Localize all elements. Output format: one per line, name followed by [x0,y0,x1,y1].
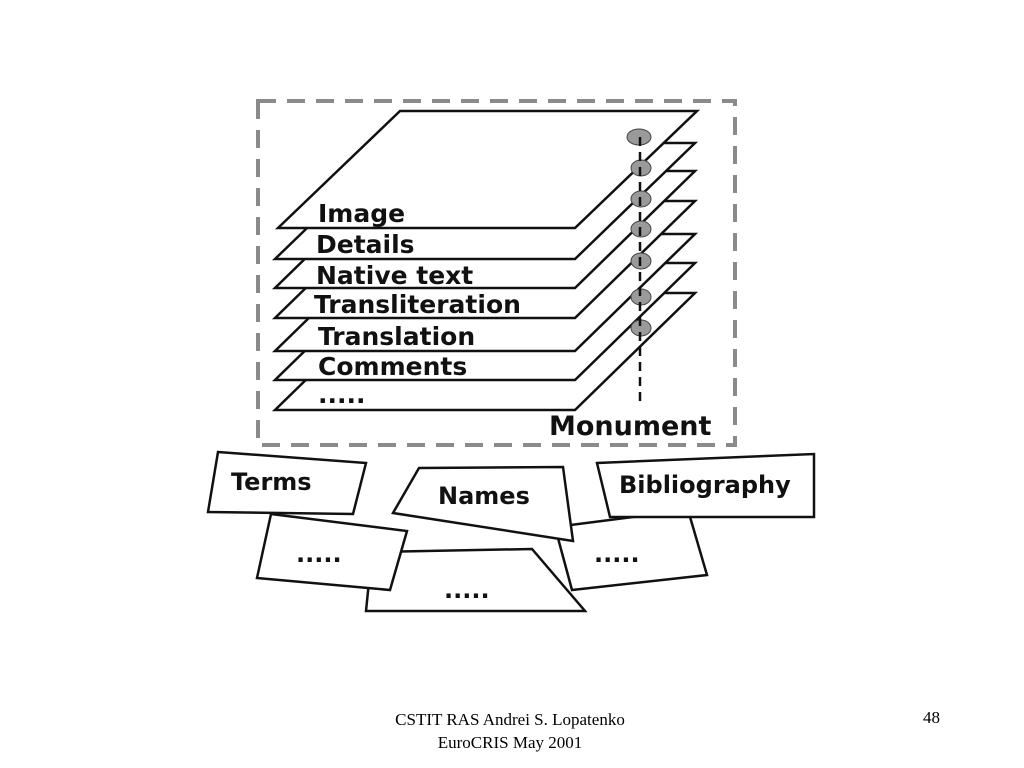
layer-label-more: ..... [318,380,366,409]
layer-label-details: Details [316,230,415,259]
layer-label-native-text: Native text [316,261,473,290]
monument-diagram: Image Details Native text Transliteratio… [206,99,816,613]
footer-event: EuroCRIS May 2001 [437,733,583,752]
card-names [391,465,575,543]
footer-credit: CSTIT RAS Andrei S. Lopatenko EuroCRIS M… [300,708,720,754]
page-number: 48 [923,708,940,727]
layer-label-transliteration: Transliteration [314,290,521,319]
layer-sheet-image [274,109,701,230]
layer-label-image: Image [318,199,405,228]
monument-dashed-border [256,99,737,447]
card-label-more-center: ..... [444,576,490,604]
card-terms [206,450,368,516]
card-label-more-right: ..... [594,540,640,568]
card-label-names: Names [438,482,530,510]
footer-author: CSTIT RAS Andrei S. Lopatenko [395,710,625,729]
monument-label: Monument [549,411,712,442]
layer-label-comments: Comments [318,352,467,381]
card-label-terms: Terms [231,468,312,496]
card-more-left [255,512,409,592]
card-label-more-left: ..... [296,540,342,568]
card-bibliography [595,452,816,519]
card-label-bibliography: Bibliography [619,471,791,499]
card-more-center [364,547,588,613]
layer-label-translation: Translation [318,322,475,351]
